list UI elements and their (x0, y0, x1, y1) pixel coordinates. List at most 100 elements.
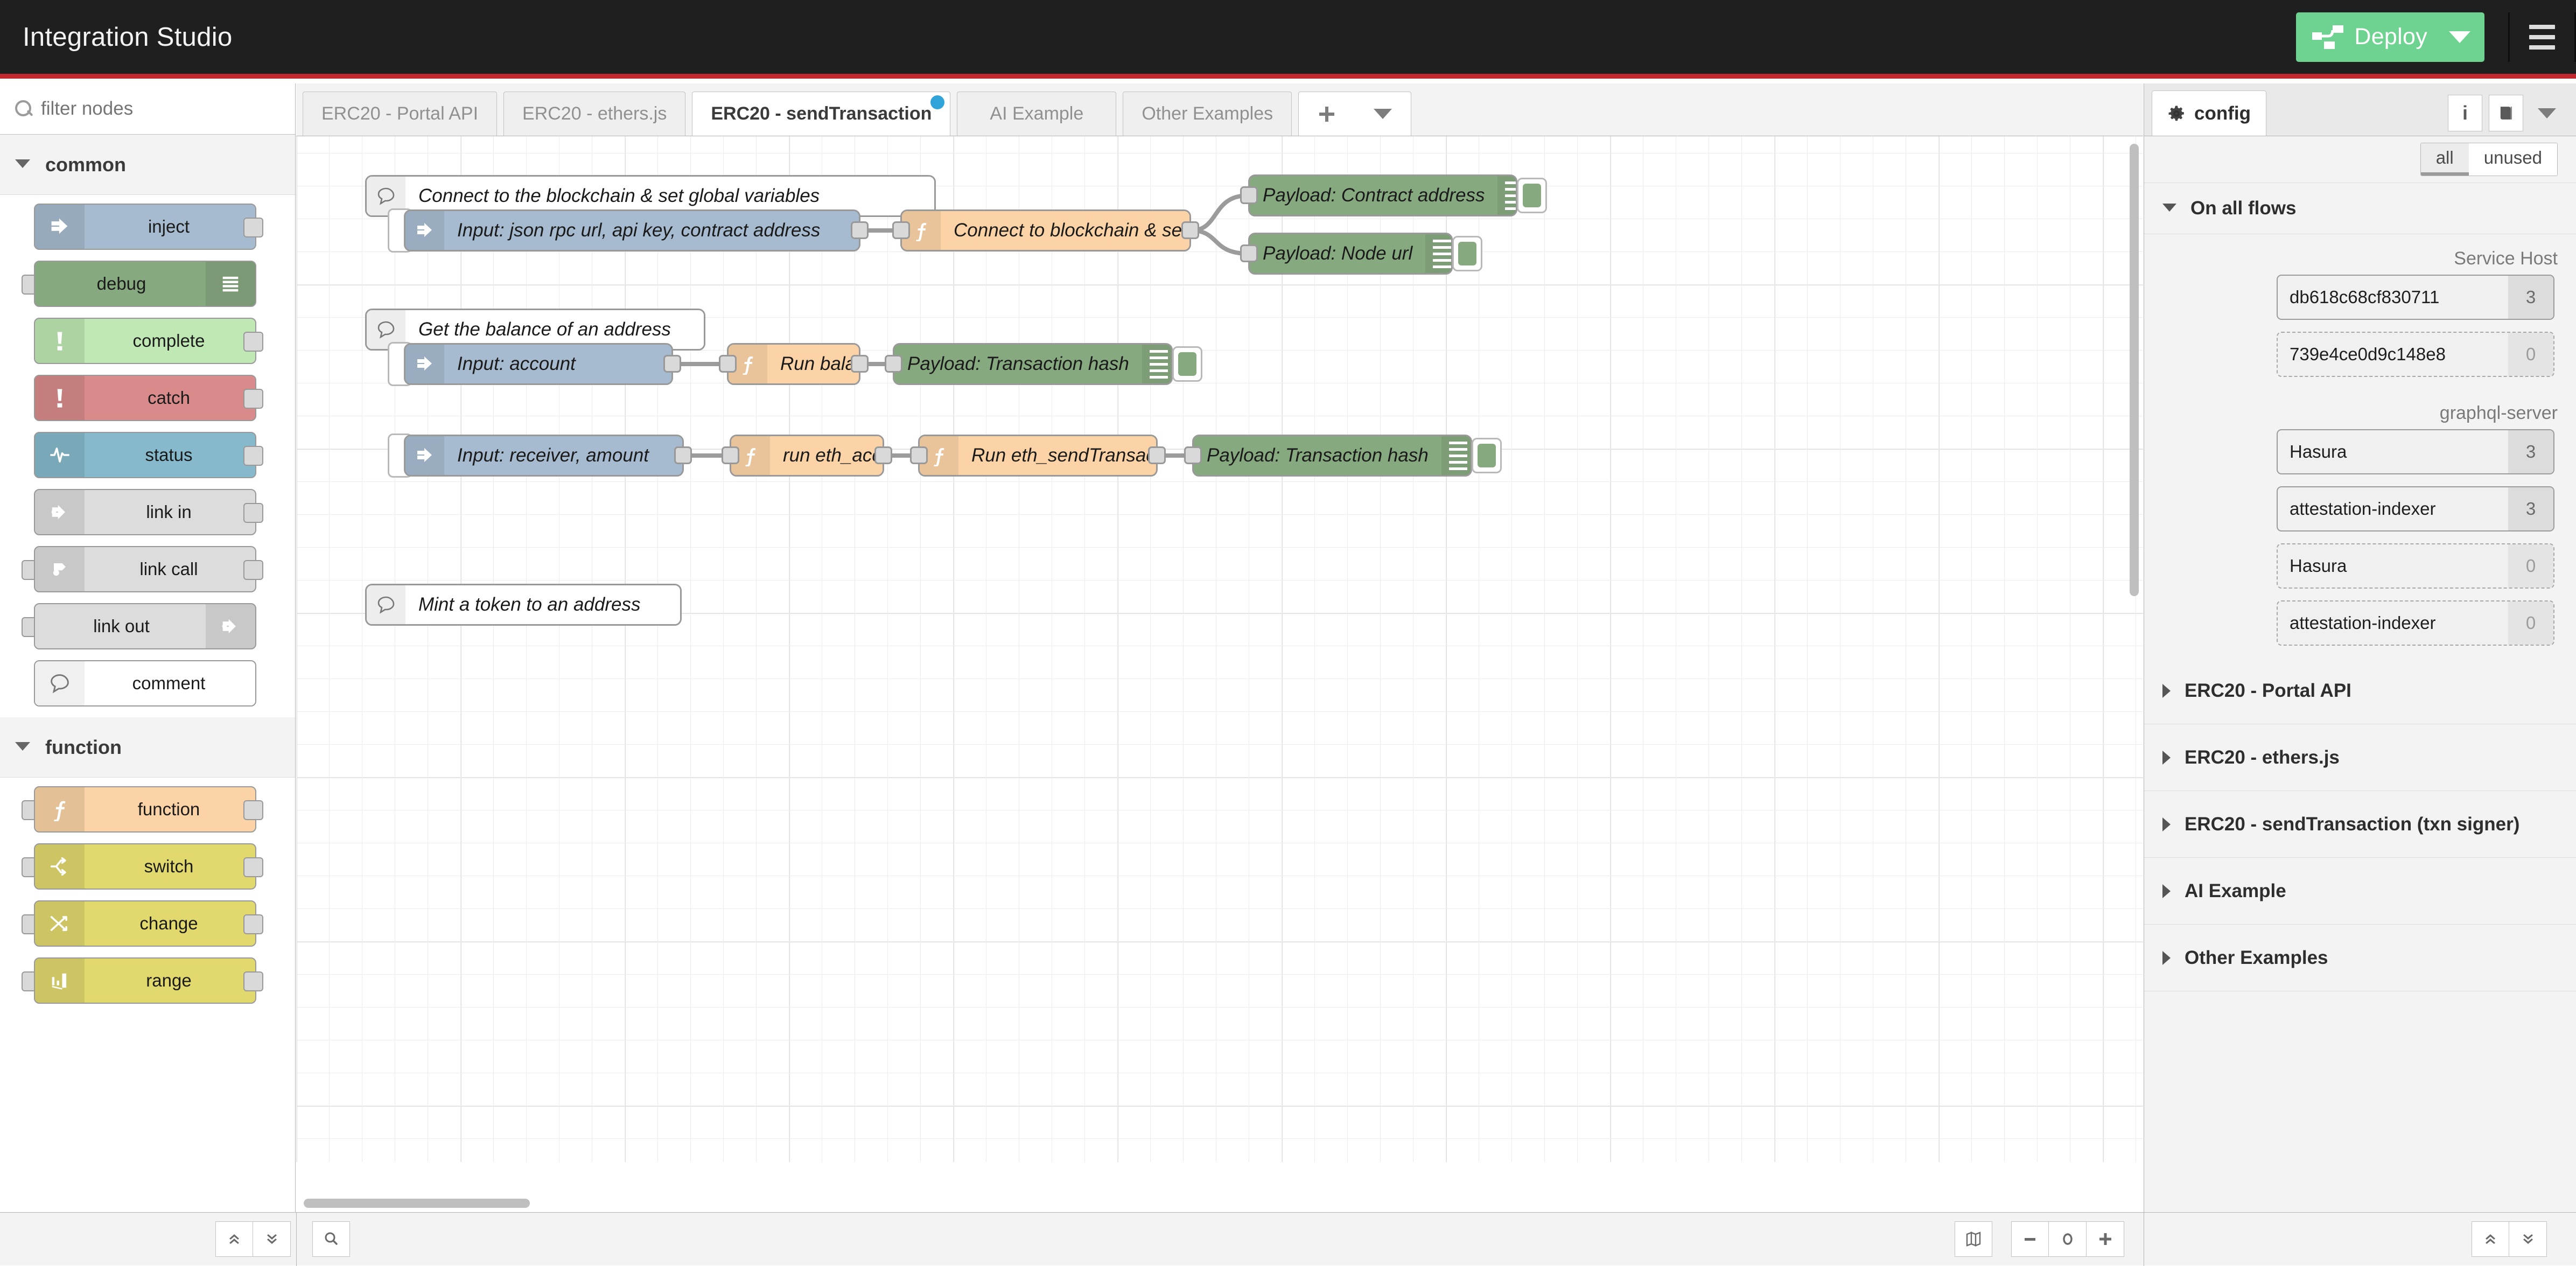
node-input-port[interactable] (885, 355, 902, 373)
sidebar-menu-button[interactable] (2530, 95, 2564, 131)
node-output-port[interactable] (1181, 221, 1199, 239)
node-output-port[interactable] (243, 560, 263, 580)
chevrons-down-icon[interactable] (2509, 1221, 2547, 1257)
flow-tab-label: ERC20 - sendTransaction (711, 103, 932, 124)
sidebar-flow-item[interactable]: AI Example (2144, 858, 2576, 925)
palette-node-change[interactable]: change (0, 900, 295, 947)
flow-tab-erc20-sendtransaction[interactable]: ERC20 - sendTransaction (692, 92, 951, 136)
sidebar-flow-item[interactable]: Other Examples (2144, 925, 2576, 991)
palette-node-comment[interactable]: comment (0, 660, 295, 707)
canvas-horizontal-scrollbar[interactable] (304, 1199, 530, 1208)
palette-node-complete[interactable]: complete (0, 318, 295, 364)
node-output-port[interactable] (243, 857, 263, 877)
node-input-port[interactable] (1240, 186, 1258, 204)
debug-node[interactable]: Payload: Contract address (1240, 174, 1547, 216)
node-output-port[interactable] (243, 218, 263, 237)
filter-all-button[interactable]: all (2420, 143, 2469, 176)
canvas-vertical-scrollbar[interactable] (2130, 144, 2139, 596)
node-input-port[interactable] (892, 221, 910, 239)
filter-unused-button[interactable]: unused (2468, 143, 2557, 176)
node-output-port[interactable] (243, 446, 263, 466)
palette-category-function[interactable]: function (0, 717, 295, 778)
node-input-port[interactable] (722, 446, 739, 464)
palette-node-status[interactable]: status (0, 432, 295, 478)
sidebar-flow-item[interactable]: ERC20 - sendTransaction (txn signer) (2144, 791, 2576, 858)
sidebar-flow-item[interactable]: ERC20 - ethers.js (2144, 724, 2576, 791)
flow-tab-erc20-portal-api[interactable]: ERC20 - Portal API (303, 92, 498, 136)
node-output-port[interactable] (243, 800, 263, 820)
palette-node-debug[interactable]: debug (0, 261, 295, 307)
palette-node-range[interactable]: range (0, 957, 295, 1004)
search-icon[interactable] (312, 1221, 350, 1257)
node-input-port[interactable] (1240, 244, 1258, 262)
palette-node-inject[interactable]: inject (0, 204, 295, 250)
function-node[interactable]: run eth_accounts (722, 435, 892, 477)
node-input-port[interactable] (719, 355, 737, 373)
chevron-down-icon[interactable] (2449, 31, 2470, 43)
palette-node-function[interactable]: function (0, 786, 295, 833)
debug-enable-toggle[interactable] (1517, 178, 1547, 213)
config-filter-segmented[interactable]: all unused (2420, 143, 2558, 176)
section-on-all-flows[interactable]: On all flows (2144, 183, 2576, 234)
debug-node[interactable]: Payload: Transaction hash (885, 343, 1202, 385)
debug-node[interactable]: Payload: Transaction hash (1184, 435, 1502, 477)
function-node[interactable]: Run balanceOf() (719, 343, 869, 385)
node-output-port[interactable] (1148, 446, 1166, 464)
flow-tab-other-examples[interactable]: Other Examples (1123, 92, 1292, 136)
debug-enable-toggle[interactable] (1452, 236, 1482, 271)
node-output-port[interactable] (243, 332, 263, 352)
deploy-button[interactable]: Deploy (2296, 12, 2484, 62)
filter-nodes-input[interactable] (41, 98, 272, 120)
chevrons-up-icon[interactable] (215, 1221, 253, 1257)
info-icon[interactable]: i (2448, 95, 2482, 131)
function-node[interactable]: Run eth_sendTransaction (910, 435, 1166, 477)
canvas-viewport[interactable]: Connect to the blockchain & set global v… (296, 136, 2143, 1212)
palette-node-switch[interactable]: switch (0, 843, 295, 890)
comment-node[interactable]: Mint a token to an address (365, 584, 682, 626)
book-icon[interactable] (2489, 95, 2523, 131)
debug-node[interactable]: Payload: Node url (1240, 233, 1482, 275)
tab-config[interactable]: config (2152, 90, 2266, 136)
plus-icon[interactable] (2087, 1221, 2124, 1257)
node-output-port[interactable] (851, 221, 869, 239)
circle-icon[interactable] (2049, 1221, 2087, 1257)
add-flow-button[interactable] (1299, 92, 1355, 136)
flow-tab-ai-example[interactable]: AI Example (957, 92, 1117, 136)
node-input-port[interactable] (910, 446, 928, 464)
palette-node-link-out[interactable]: link out (0, 603, 295, 649)
inject-node[interactable]: Input: json rpc url, api key, contract a… (404, 209, 869, 251)
hamburger-menu-icon[interactable] (2510, 0, 2574, 76)
debug-enable-toggle[interactable] (1472, 438, 1502, 473)
palette-category-common[interactable]: common (0, 135, 295, 195)
palette-node-link-in[interactable]: link in (0, 489, 295, 535)
palette-node-link-call[interactable]: link call (0, 546, 295, 592)
node-output-port[interactable] (243, 971, 263, 991)
flow-list-menu-button[interactable] (1355, 92, 1411, 136)
flow-tab-erc20-ethers-js[interactable]: ERC20 - ethers.js (503, 92, 686, 136)
function-node[interactable]: Connect to blockchain & set global varia… (892, 209, 1199, 251)
flow-canvas[interactable]: Connect to the blockchain & set global v… (296, 136, 2143, 1162)
node-output-port[interactable] (243, 389, 263, 409)
node-output-port[interactable] (851, 355, 869, 373)
node-output-port[interactable] (874, 446, 892, 464)
chevrons-up-icon[interactable] (2472, 1221, 2509, 1257)
node-output-port[interactable] (243, 503, 263, 523)
node-input-port[interactable] (1184, 446, 1202, 464)
node-output-port[interactable] (674, 446, 692, 464)
minus-icon[interactable] (2011, 1221, 2049, 1257)
inject-node[interactable]: Input: receiver, amount (404, 435, 692, 477)
node-output-port[interactable] (663, 355, 681, 373)
sidebar-flow-item[interactable]: ERC20 - Portal API (2144, 658, 2576, 724)
node-output-port[interactable] (243, 914, 263, 934)
chevrons-down-icon[interactable] (253, 1221, 291, 1257)
palette-node-catch[interactable]: catch (0, 375, 295, 421)
map-icon[interactable] (1955, 1221, 1992, 1257)
inject-node[interactable]: Input: account (404, 343, 681, 385)
debug-enable-toggle[interactable] (1172, 346, 1202, 382)
